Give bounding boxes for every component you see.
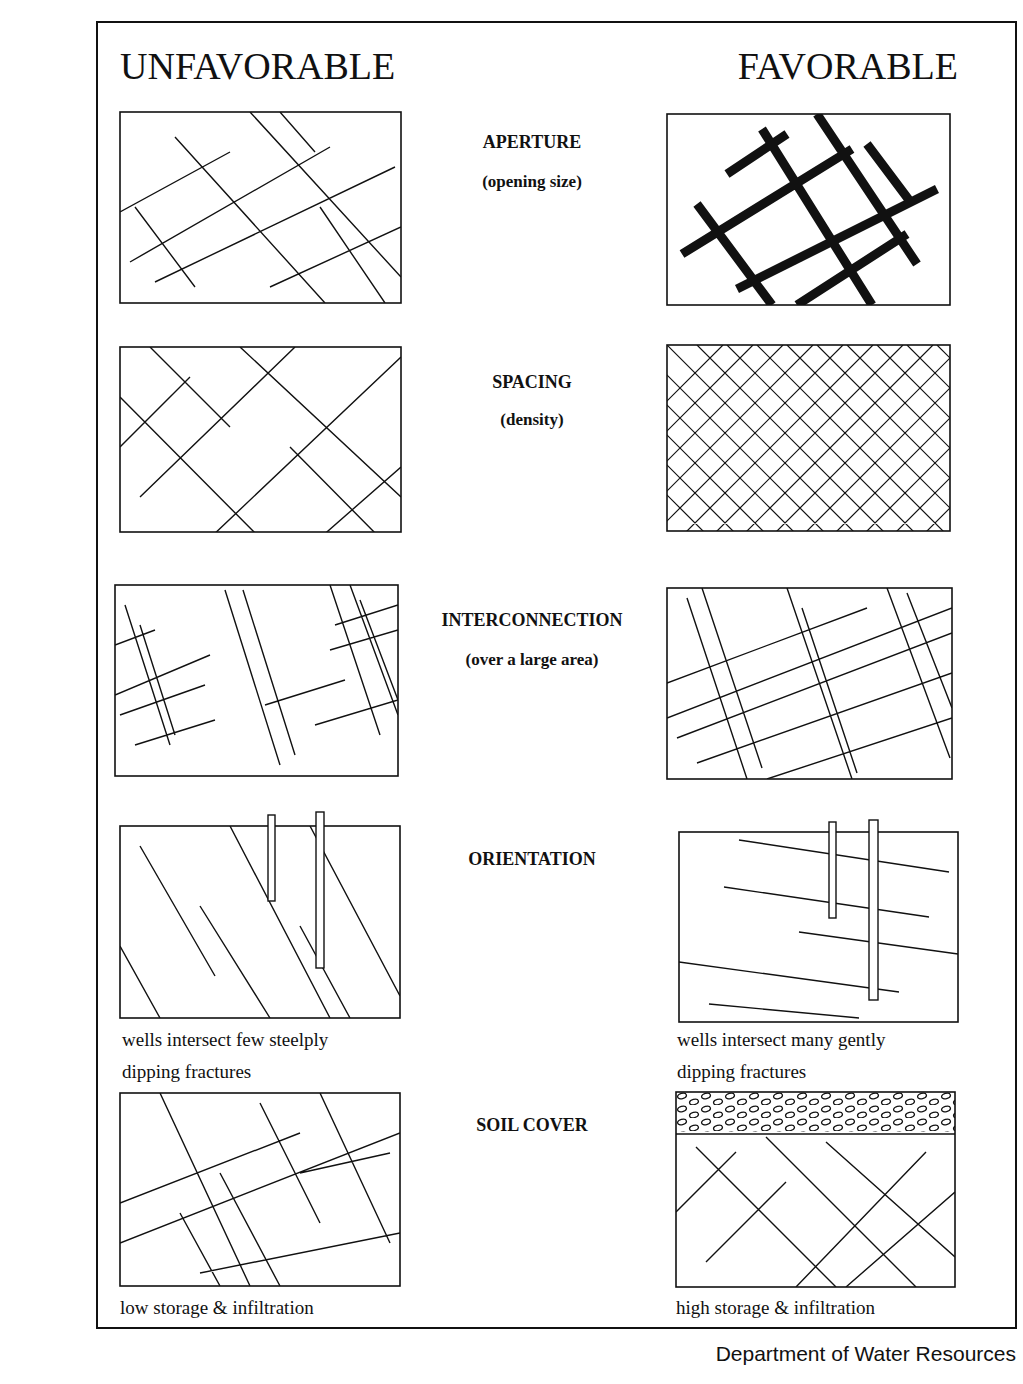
factor-name: ORIENTATION — [409, 847, 655, 871]
panel-caption: wells intersect few steelply dipping fra… — [122, 1024, 384, 1088]
factor-note: (density) — [409, 408, 655, 432]
column-heading: UNFAVORABLE — [120, 44, 450, 88]
well-symbol — [829, 822, 836, 918]
panel-caption: high storage & infiltration — [676, 1296, 966, 1320]
factor-name: INTERCONNECTION — [405, 608, 659, 632]
factor-name: SPACING — [409, 370, 655, 394]
factor-note: (over a large area) — [405, 648, 659, 672]
factor-name: APERTURE — [409, 130, 655, 154]
panel-caption: low storage & infiltration — [120, 1296, 410, 1320]
well-symbol — [869, 820, 878, 1000]
column-heading: FAVORABLE — [690, 44, 958, 88]
well-symbol — [268, 815, 275, 901]
well-symbol — [316, 812, 324, 968]
outer-frame — [97, 22, 1016, 1328]
factor-note: (opening size) — [409, 170, 655, 194]
source-credit: Department of Water Resources — [700, 1340, 1016, 1368]
panel-caption: wells intersect many gently dipping frac… — [677, 1024, 892, 1088]
factor-name: SOIL COVER — [409, 1113, 655, 1137]
